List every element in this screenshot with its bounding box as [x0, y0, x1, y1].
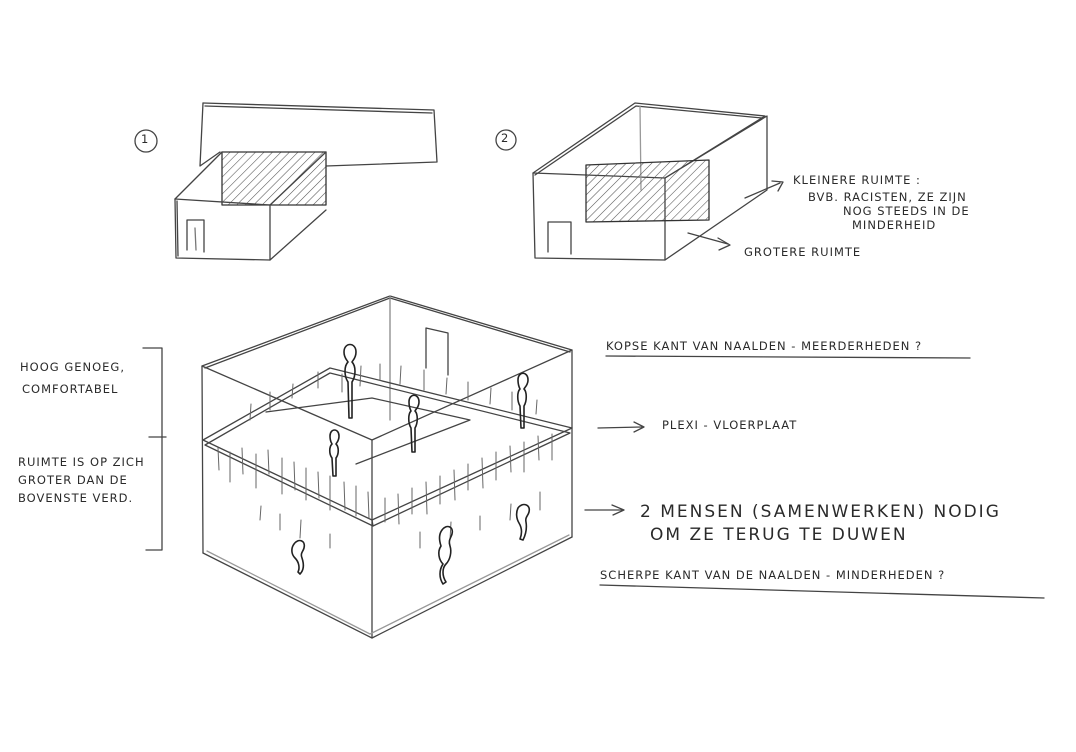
small-space-title: KLEINERE RUIMTE :: [793, 173, 921, 187]
left-top-line2: COMFORTABEL: [22, 382, 119, 396]
sketch-1-number: 1: [141, 132, 150, 146]
small-space-line2: NOG STEEDS IN DE: [843, 204, 970, 218]
person-figure: [328, 429, 340, 477]
left-bottom-line1: RUIMTE IS OP ZICH: [18, 455, 145, 469]
person-figure: [516, 372, 529, 429]
note-top-needles: KOPSE KANT VAN NAALDEN - MEERDERHEDEN ?: [606, 339, 923, 353]
sketch-1-box: [134, 102, 438, 261]
sketch-2-number: 2: [501, 131, 510, 145]
main-box: [142, 295, 1045, 639]
note-bottom-needles: SCHERPE KANT VAN DE NAALDEN - MINDERHEDE…: [600, 568, 946, 582]
sketch-2-box: [495, 102, 784, 261]
note-plexi: PLEXI - VLOERPLAAT: [662, 418, 798, 432]
small-space-line1: BVB. RACISTEN, ZE ZIJN: [808, 190, 967, 204]
person-figure: [407, 394, 420, 453]
large-space-label: GROTERE RUIMTE: [744, 245, 862, 259]
left-bottom-line3: BOVENSTE VERD.: [18, 491, 134, 505]
person-figure-upside: [515, 503, 531, 541]
left-bottom-line2: GROTER DAN DE: [18, 473, 128, 487]
note-people-line2: OM ZE TERUG TE DUWEN: [650, 525, 908, 545]
people-figures: [291, 343, 531, 585]
note-people-line1: 2 MENSEN (SAMENWERKEN) NODIG: [640, 502, 1001, 522]
person-figure-upside: [291, 539, 306, 575]
sketch-1-number-circle: [134, 129, 158, 153]
person-figure: [343, 343, 357, 419]
small-space-line3: MINDERHEID: [852, 218, 937, 232]
sketch-2-number-circle: [495, 129, 517, 151]
person-figure-upside: [438, 525, 454, 585]
left-top-line1: HOOG GENOEG,: [20, 360, 125, 374]
needle-strokes: [217, 363, 553, 549]
